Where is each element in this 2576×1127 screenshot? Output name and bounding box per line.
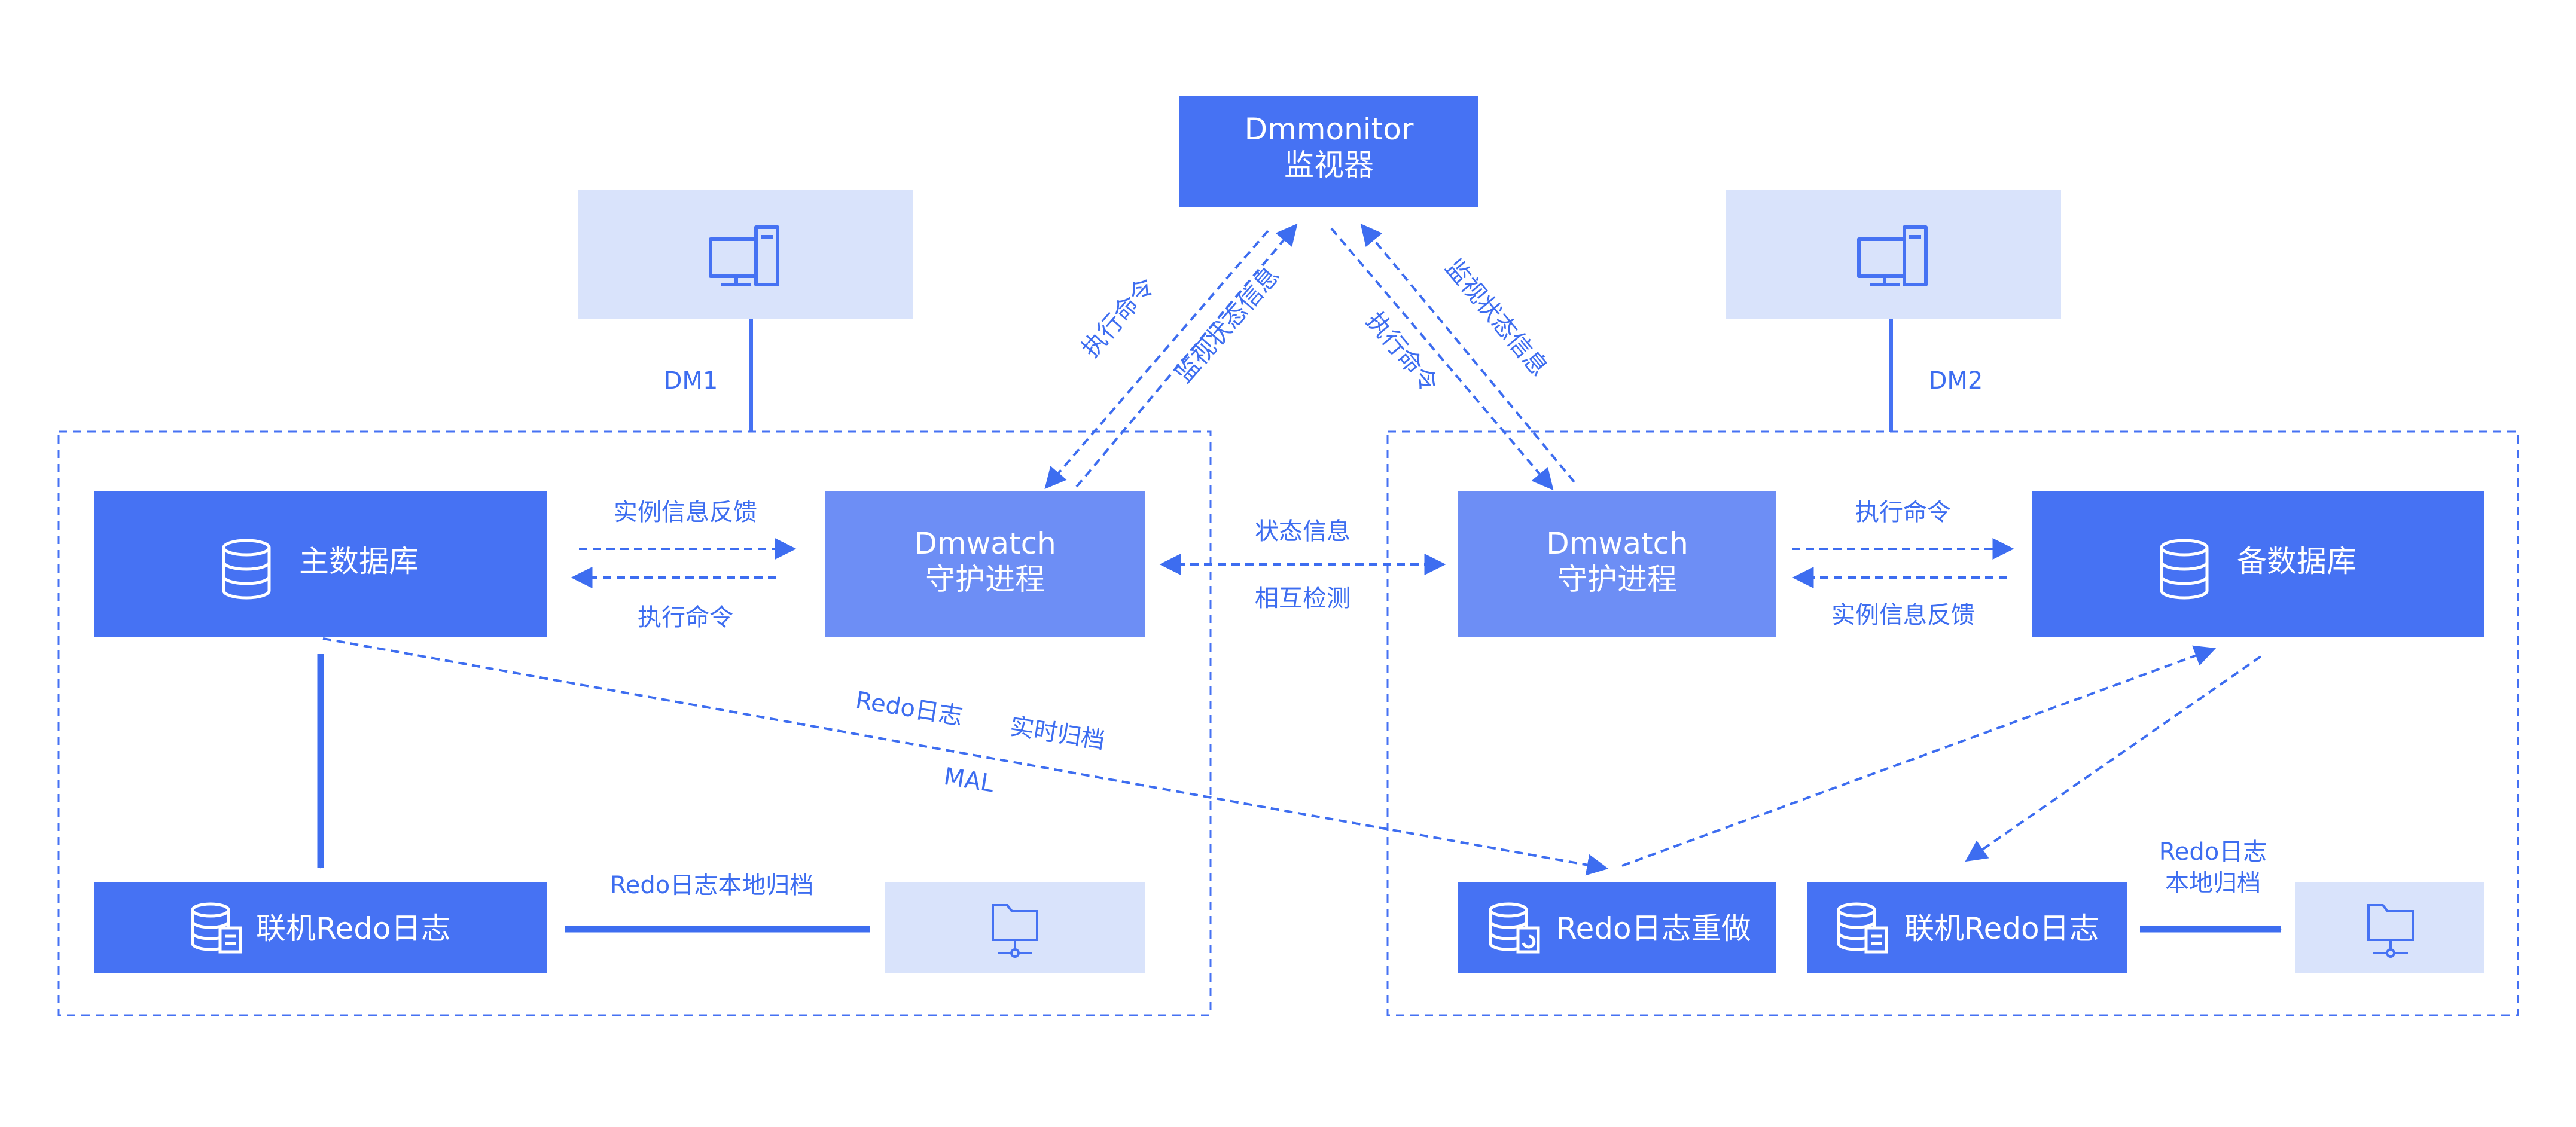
left-dmwatch-title: Dmwatch (914, 526, 1056, 561)
redo-replay-box[interactable]: Redo日志重做 (1458, 882, 1776, 973)
right-dmwatch-title: Dmwatch (1546, 526, 1688, 561)
database-icon (2160, 539, 2209, 600)
database-icon (222, 539, 271, 600)
label-mon-right-status: 监视状态信息 (1440, 254, 1553, 381)
dmmonitor-subtitle: 监视器 (1284, 148, 1374, 182)
label-realtime-archive: 实时归档 (1008, 713, 1106, 755)
redo-replay-label: Redo日志重做 (1556, 911, 1751, 946)
label-mon-right-exec: 执行命令 (1361, 307, 1443, 398)
database-file-icon (1837, 902, 1888, 954)
dmmonitor-title: Dmmonitor (1245, 112, 1414, 146)
arrow-mon-left-exec (1044, 230, 1269, 490)
left-archive-box[interactable] (885, 882, 1145, 973)
folder-network-icon (2367, 904, 2414, 958)
left-dmwatch-box[interactable]: Dmwatch 守护进程 (825, 491, 1145, 637)
arrow-mon-right-status (1360, 223, 1575, 483)
arrow-mon-right-exec (1330, 227, 1554, 491)
label-left-exec: 执行命令 (638, 604, 733, 631)
primary-database-box[interactable]: 主数据库 (94, 491, 547, 637)
label-right-archive-line1: Redo日志 (2159, 838, 2267, 866)
label-right-archive-line2: 本地归档 (2165, 869, 2261, 897)
folder-network-icon (992, 904, 1038, 958)
dm1-label: DM1 (664, 367, 718, 395)
arrow-mon-left-status (1075, 223, 1298, 488)
arrow-replay-to-standby (1621, 645, 2217, 867)
standby-database-label: 备数据库 (2237, 544, 2356, 579)
computer-icon (1857, 225, 1928, 286)
dm2-label: DM2 (1929, 367, 1983, 395)
label-watch-status: 状态信息 (1255, 518, 1351, 545)
label-mon-left-exec: 执行命令 (1077, 273, 1160, 363)
left-online-redo-box[interactable]: 联机Redo日志 (94, 882, 547, 973)
dm2-host[interactable] (1726, 190, 2061, 319)
dmmonitor-box[interactable]: Dmmonitor 监视器 (1179, 96, 1478, 207)
right-online-redo-box[interactable]: 联机Redo日志 (1807, 882, 2127, 973)
dm1-host[interactable] (578, 190, 913, 319)
label-left-local-archive: Redo日志本地归档 (610, 872, 813, 899)
left-dmwatch-subtitle: 守护进程 (925, 562, 1045, 597)
left-online-redo-label: 联机Redo日志 (256, 911, 451, 946)
right-dmwatch-box[interactable]: Dmwatch 守护进程 (1458, 491, 1776, 637)
primary-database-label: 主数据库 (299, 544, 419, 579)
label-watch-detect: 相互检测 (1255, 585, 1351, 612)
database-file-icon (191, 902, 242, 954)
right-dmwatch-subtitle: 守护进程 (1557, 562, 1677, 597)
label-right-exec: 执行命令 (1855, 499, 1951, 526)
right-online-redo-label: 联机Redo日志 (1904, 911, 2099, 946)
right-archive-box[interactable] (2295, 882, 2484, 973)
label-left-feedback: 实例信息反馈 (614, 499, 757, 526)
arrow-mal-redo (322, 637, 1609, 876)
database-refresh-icon (1489, 902, 1540, 954)
label-redo-log: Redo日志 (853, 686, 964, 731)
arrow-standby-to-online-redo (1965, 655, 2262, 862)
standby-database-box[interactable]: 备数据库 (2032, 491, 2484, 637)
standby-site-group (1386, 430, 2519, 1016)
label-mal: MAL (942, 763, 996, 798)
primary-site-group (57, 430, 1212, 1016)
computer-icon (709, 225, 779, 286)
label-right-feedback: 实例信息反馈 (1831, 601, 1975, 629)
